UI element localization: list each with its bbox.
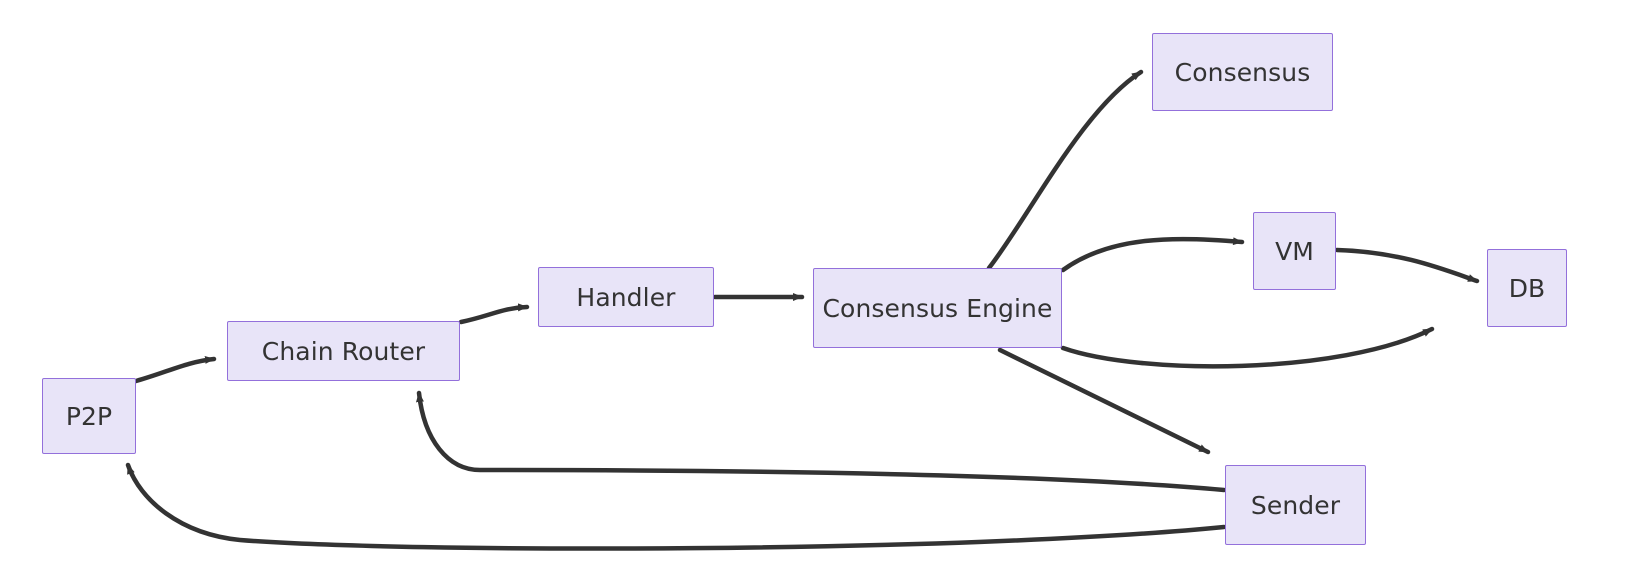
node-handler-label: Handler bbox=[576, 282, 676, 312]
edge-p2p-to-chain-router bbox=[133, 355, 217, 384]
node-vm-label: VM bbox=[1275, 236, 1314, 266]
node-chain-router[interactable]: Chain Router bbox=[227, 321, 460, 381]
node-sender[interactable]: Sender bbox=[1225, 465, 1366, 545]
edge-sender-to-p2p bbox=[125, 462, 1227, 551]
node-chain-router-label: Chain Router bbox=[261, 336, 426, 366]
edge-sender-to-chain-router bbox=[415, 390, 1227, 493]
edge-chain-router-to-handler bbox=[458, 303, 530, 325]
node-p2p-label: P2P bbox=[65, 401, 113, 431]
edge-consensus-engine-to-sender bbox=[997, 347, 1211, 455]
edge-vm-to-db bbox=[1334, 247, 1480, 284]
node-handler[interactable]: Handler bbox=[538, 267, 714, 327]
node-db[interactable]: DB bbox=[1487, 249, 1567, 327]
node-consensus[interactable]: Consensus bbox=[1152, 33, 1333, 111]
node-vm[interactable]: VM bbox=[1253, 212, 1336, 290]
node-consensus-engine[interactable]: Consensus Engine bbox=[813, 268, 1062, 348]
node-consensus-engine-label: Consensus Engine bbox=[822, 293, 1053, 323]
edge-consensus-engine-to-vm bbox=[1060, 236, 1245, 273]
node-db-label: DB bbox=[1508, 273, 1546, 303]
edge-consensus-engine-to-db bbox=[1060, 326, 1435, 369]
node-sender-label: Sender bbox=[1250, 490, 1341, 520]
node-p2p[interactable]: P2P bbox=[42, 378, 136, 454]
edge-consensus-engine-to-consensus bbox=[986, 69, 1144, 271]
node-consensus-label: Consensus bbox=[1174, 57, 1311, 87]
